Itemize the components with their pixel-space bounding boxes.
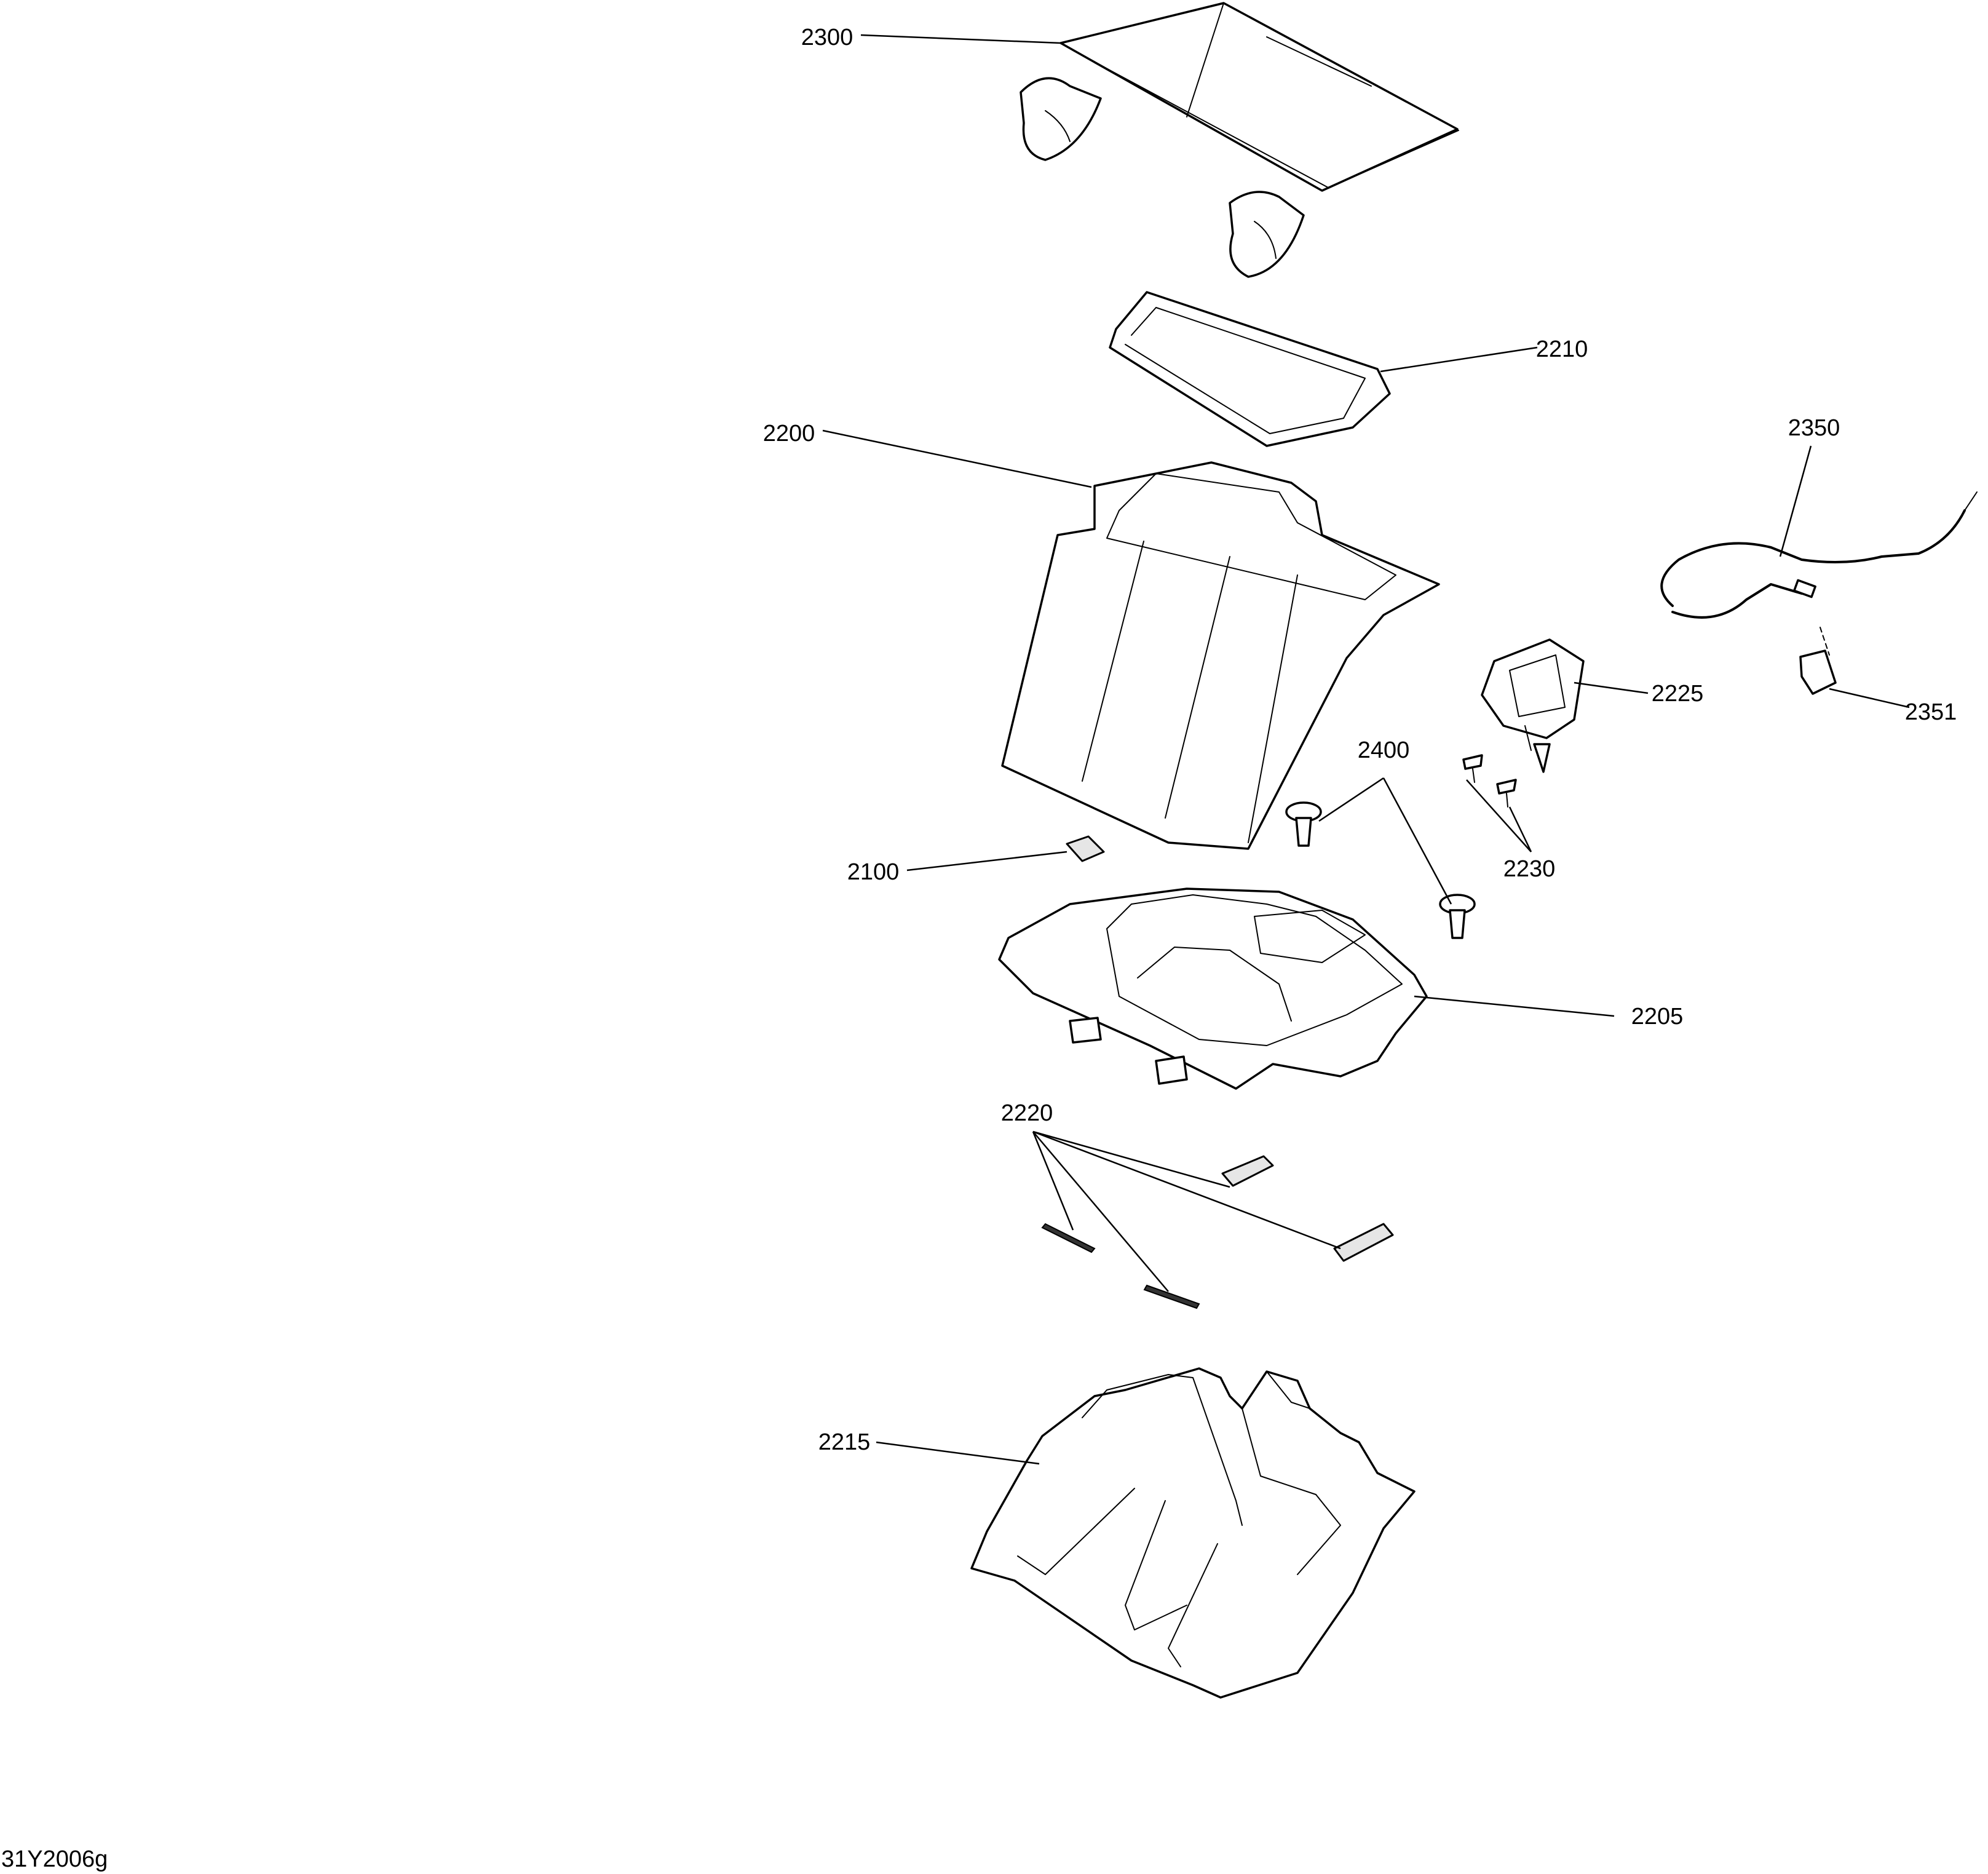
leader-2350 [1779, 445, 1812, 557]
leader-2205 [1414, 995, 1615, 1017]
part-2205-tray [998, 887, 1428, 1090]
figure-id: 31Y2006g [1, 1846, 108, 1872]
leader-2210 [1380, 346, 1538, 373]
leader-2220d [1032, 1131, 1169, 1292]
leader-2225 [1574, 681, 1649, 694]
part-2351-clip [1799, 649, 1837, 695]
callout-2220: 2220 [1001, 1100, 1053, 1126]
leader-2230a [1466, 779, 1532, 852]
part-2350-cable [1660, 491, 1978, 656]
part-2215-holder [970, 1367, 1416, 1699]
leader-2220c [1032, 1131, 1074, 1231]
callout-2400: 2400 [1358, 737, 1410, 763]
callout-2230: 2230 [1503, 856, 1556, 882]
callout-labels: 2300 2210 2200 2350 2225 2351 2400 2230 … [763, 25, 1957, 1455]
leader-2400b [1382, 777, 1452, 905]
leader-2400a [1318, 777, 1384, 822]
leader-2230b [1508, 806, 1532, 852]
callout-2225: 2225 [1652, 681, 1704, 707]
callout-2100: 2100 [847, 859, 900, 885]
callout-2300: 2300 [801, 25, 853, 50]
leader-2200 [822, 429, 1092, 488]
callout-2205: 2205 [1631, 1004, 1684, 1030]
part-2230-screws [1462, 754, 1517, 808]
part-2225-latch [1481, 638, 1585, 773]
leader-2220b [1032, 1130, 1341, 1250]
leader-2100 [906, 851, 1067, 871]
part-2100-grommet [1066, 835, 1105, 862]
part-2300-lid [1020, 2, 1459, 278]
leader-lines [822, 34, 1910, 1465]
leader-2351 [1829, 688, 1910, 709]
leader-2220a [1032, 1130, 1230, 1188]
part-2220-pads [1041, 1155, 1394, 1309]
callout-2351: 2351 [1905, 699, 1957, 725]
callout-2215: 2215 [818, 1429, 871, 1455]
callout-2210: 2210 [1536, 336, 1588, 362]
callout-2350: 2350 [1788, 415, 1840, 441]
part-2200-bin [1001, 461, 1440, 850]
leader-2215 [876, 1441, 1040, 1465]
callout-2200: 2200 [763, 421, 815, 447]
part-2210-seal [1109, 291, 1391, 447]
leader-2300 [860, 34, 1061, 44]
